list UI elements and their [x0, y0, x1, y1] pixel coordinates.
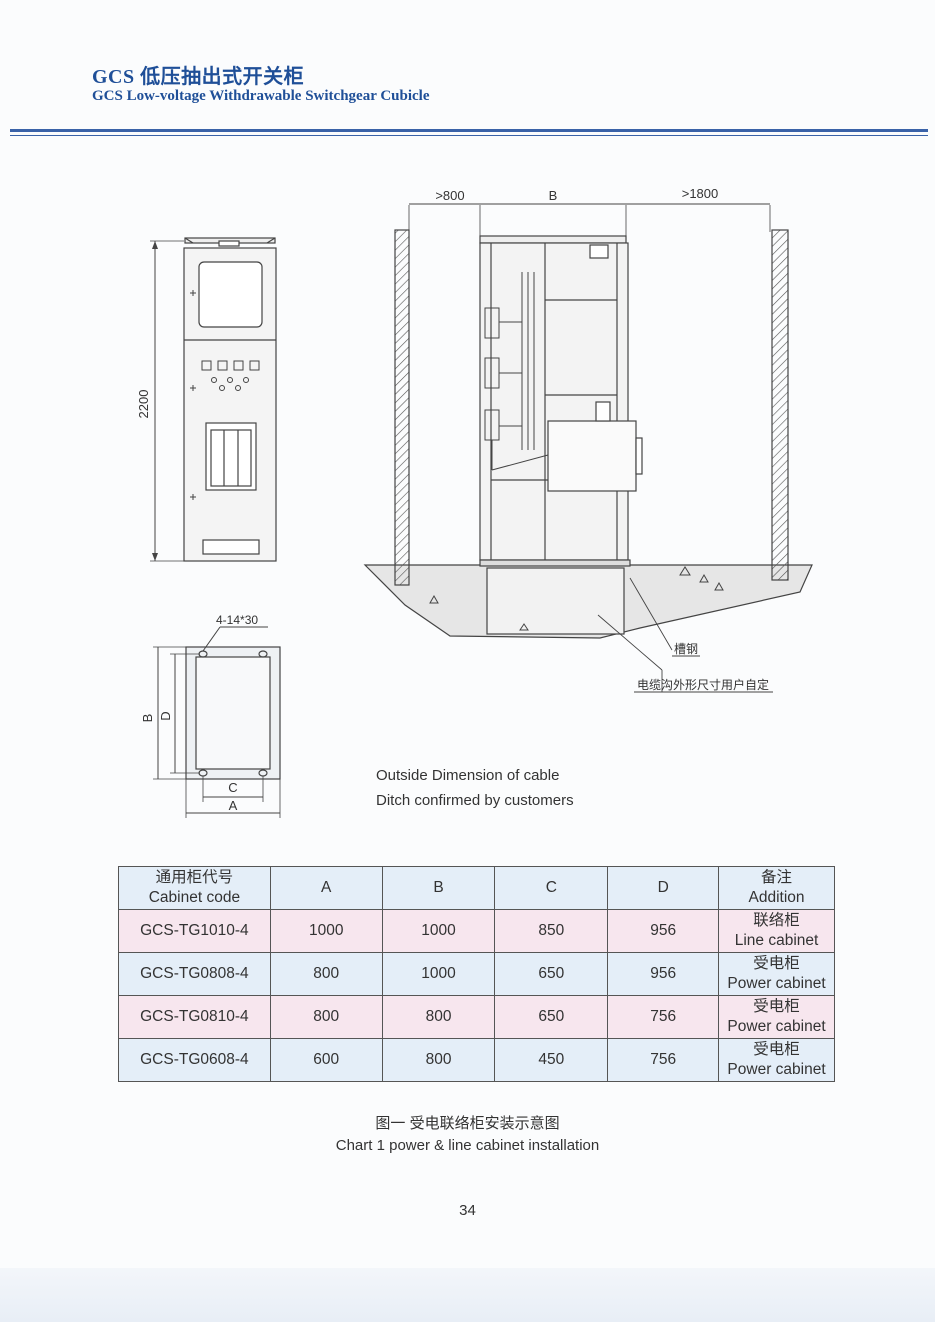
- cell-a: 800: [269, 952, 383, 996]
- installation-drawing: 2200 4-14*30 B D C A: [136, 186, 813, 818]
- cell-b: 800: [381, 995, 496, 1039]
- note-cn: 联络柜: [753, 912, 800, 929]
- header-cell-code: 通用柜代号 Cabinet code: [118, 866, 271, 910]
- cell-c: 450: [494, 1038, 609, 1082]
- cell-note: 受电柜 Power cabinet: [718, 952, 835, 996]
- cell-b: 1000: [381, 952, 496, 996]
- cabinet-dimension-table: 通用柜代号 Cabinet code A B C D 备注 Addition G…: [118, 866, 835, 1082]
- cell-c: 650: [494, 995, 609, 1039]
- header-cell-a: A: [269, 866, 383, 910]
- figure-caption-en: Chart 1 power & line cabinet installatio…: [335, 1137, 600, 1154]
- header-note-cn: 备注: [761, 869, 793, 886]
- mounting-hole-label: 4-14*30: [216, 613, 258, 627]
- note-cn: 受电柜: [753, 955, 800, 972]
- cell-code: GCS-TG0810-4: [118, 995, 271, 1039]
- channel-steel-label: 槽钢: [674, 642, 698, 656]
- ditch-note-line2: Ditch confirmed by customers: [376, 792, 574, 809]
- header-code-cn: 通用柜代号: [155, 869, 234, 886]
- cell-d: 956: [607, 952, 720, 996]
- note-en: Power cabinet: [727, 975, 826, 992]
- cell-note: 受电柜 Power cabinet: [718, 1038, 835, 1082]
- header-rule-thin: [10, 135, 928, 136]
- table-row: GCS-TG0808-4 800 1000 650 956 受电柜 Power …: [118, 952, 835, 996]
- dim-b-label: B: [140, 714, 155, 723]
- cell-note: 联络柜 Line cabinet: [718, 909, 835, 953]
- dim-a-label: A: [229, 798, 238, 813]
- cell-a: 800: [269, 995, 383, 1039]
- height-dimension-label: 2200: [136, 390, 151, 419]
- table-row: GCS-TG1010-4 1000 1000 850 956 联络柜 Line …: [118, 909, 835, 953]
- cell-b: 800: [381, 1038, 496, 1082]
- note-en: Power cabinet: [727, 1018, 826, 1035]
- cable-ditch-label-cn: 电缆沟外形尺寸用户自定: [637, 677, 769, 692]
- table-header-row: 通用柜代号 Cabinet code A B C D 备注 Addition: [118, 866, 835, 910]
- front-clearance-label: >800: [435, 188, 464, 203]
- page-title-en: GCS Low-voltage Withdrawable Switchgear …: [92, 88, 430, 104]
- table-row: GCS-TG0810-4 800 800 650 756 受电柜 Power c…: [118, 995, 835, 1039]
- cabinet-width-label: B: [549, 188, 558, 203]
- cell-c: 850: [494, 909, 609, 953]
- header-note-en: Addition: [748, 889, 805, 906]
- dim-d-label: D: [158, 711, 173, 720]
- rear-clearance-label: >1800: [682, 186, 719, 201]
- cell-d: 756: [607, 1038, 720, 1082]
- cell-a: 1000: [269, 909, 383, 953]
- header-cell-d: D: [607, 866, 720, 910]
- cell-code: GCS-TG1010-4: [118, 909, 271, 953]
- page-title-cn: GCS 低压抽出式开关柜: [92, 66, 305, 88]
- header-cell-b: B: [381, 866, 496, 910]
- cell-b: 1000: [381, 909, 496, 953]
- cell-d: 756: [607, 995, 720, 1039]
- ditch-note: Outside Dimension of cable Ditch confirm…: [376, 763, 574, 813]
- cell-c: 650: [494, 952, 609, 996]
- note-cn: 受电柜: [753, 998, 800, 1015]
- footer-band: [0, 1268, 935, 1322]
- cell-d: 956: [607, 909, 720, 953]
- section-view: [363, 203, 813, 693]
- note-en: Power cabinet: [727, 1061, 826, 1078]
- header-cell-c: C: [494, 866, 609, 910]
- front-elevation-view: [150, 237, 277, 562]
- figure-caption-cn: 图一 受电联络柜安装示意图: [375, 1115, 560, 1132]
- plan-view: [153, 626, 281, 818]
- cell-code: GCS-TG0808-4: [118, 952, 271, 996]
- header-cell-note: 备注 Addition: [718, 866, 835, 910]
- table-row: GCS-TG0608-4 600 800 450 756 受电柜 Power c…: [118, 1038, 835, 1082]
- page-number: 34: [459, 1202, 476, 1219]
- dim-c-label: C: [228, 780, 237, 795]
- cell-code: GCS-TG0608-4: [118, 1038, 271, 1082]
- header-rule: [10, 129, 928, 132]
- cell-note: 受电柜 Power cabinet: [718, 995, 835, 1039]
- note-en: Line cabinet: [734, 932, 819, 949]
- header-code-en: Cabinet code: [148, 889, 241, 906]
- ditch-note-line1: Outside Dimension of cable: [376, 767, 560, 784]
- cell-a: 600: [269, 1038, 383, 1082]
- note-cn: 受电柜: [753, 1041, 800, 1058]
